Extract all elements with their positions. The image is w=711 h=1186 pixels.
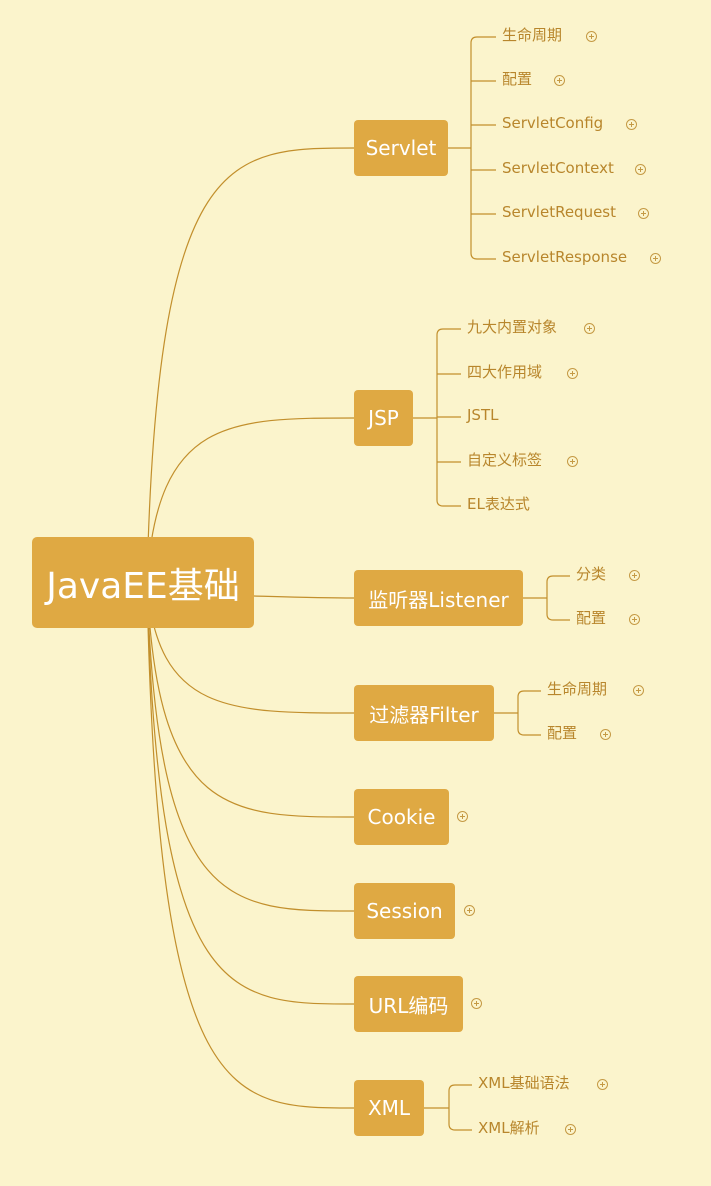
link-root-xml xyxy=(146,581,355,1109)
leaf-servlet-0[interactable]: 生命周期 xyxy=(502,26,563,44)
leaf-jsp-4[interactable]: EL表达式 xyxy=(467,495,530,513)
expand-url-icon[interactable] xyxy=(471,998,482,1009)
expand-jsp-0-icon[interactable] xyxy=(584,323,595,334)
expand-filter-0-icon[interactable] xyxy=(633,685,644,696)
branch-node-url[interactable]: URL编码 xyxy=(354,976,463,1032)
leaf-servlet-1[interactable]: 配置 xyxy=(502,70,533,88)
expand-jsp-3-icon[interactable] xyxy=(567,456,578,467)
expand-filter-1-icon[interactable] xyxy=(600,729,611,740)
branch-node-servlet[interactable]: Servlet xyxy=(354,120,448,176)
link-xml-bus xyxy=(448,1084,456,1131)
link-listener-bus xyxy=(546,575,554,621)
leaf-listener-0[interactable]: 分类 xyxy=(576,565,607,583)
expand-xml-1-icon[interactable] xyxy=(565,1124,576,1135)
leaf-jsp-3[interactable]: 自定义标签 xyxy=(467,451,543,469)
leaf-xml-0[interactable]: XML基础语法 xyxy=(478,1074,570,1092)
expand-xml-0-icon[interactable] xyxy=(597,1079,608,1090)
leaf-jsp-2[interactable]: JSTL xyxy=(467,406,499,424)
link-root-session xyxy=(146,581,355,912)
link-root-listener xyxy=(253,595,355,599)
expand-listener-1-icon[interactable] xyxy=(629,614,640,625)
expand-servlet-0-icon[interactable] xyxy=(586,31,597,42)
link-root-url xyxy=(146,581,355,1005)
branch-node-xml[interactable]: XML xyxy=(354,1080,424,1136)
expand-listener-0-icon[interactable] xyxy=(629,570,640,581)
leaf-listener-1[interactable]: 配置 xyxy=(576,609,607,627)
expand-servlet-2-icon[interactable] xyxy=(626,119,637,130)
leaf-xml-1[interactable]: XML解析 xyxy=(478,1119,540,1137)
link-root-servlet xyxy=(146,147,355,583)
leaf-filter-1[interactable]: 配置 xyxy=(547,724,578,742)
expand-session-icon[interactable] xyxy=(464,905,475,916)
link-root-cookie xyxy=(146,581,355,818)
expand-servlet-3-icon[interactable] xyxy=(635,164,646,175)
leaf-servlet-5[interactable]: ServletResponse xyxy=(502,248,628,266)
leaf-jsp-0[interactable]: 九大内置对象 xyxy=(467,318,558,336)
expand-servlet-1-icon[interactable] xyxy=(554,75,565,86)
expand-cookie-icon[interactable] xyxy=(457,811,468,822)
link-filter-bus xyxy=(517,690,525,736)
expand-servlet-5-icon[interactable] xyxy=(650,253,661,264)
root-node[interactable]: JavaEE基础 xyxy=(32,537,254,628)
leaf-jsp-1[interactable]: 四大作用域 xyxy=(467,363,543,381)
expand-jsp-1-icon[interactable] xyxy=(567,368,578,379)
branch-node-jsp[interactable]: JSP xyxy=(354,390,413,446)
branch-node-session[interactable]: Session xyxy=(354,883,455,939)
branch-node-cookie[interactable]: Cookie xyxy=(354,789,449,845)
leaf-servlet-4[interactable]: ServletRequest xyxy=(502,203,617,221)
leaf-filter-0[interactable]: 生命周期 xyxy=(547,680,608,698)
branch-node-listener[interactable]: 监听器Listener xyxy=(354,570,523,626)
link-servlet-bus xyxy=(470,36,478,260)
leaf-servlet-3[interactable]: ServletContext xyxy=(502,159,614,177)
link-root-jsp xyxy=(146,417,355,583)
branch-node-filter[interactable]: 过滤器Filter xyxy=(354,685,494,741)
leaf-servlet-2[interactable]: ServletConfig xyxy=(502,114,604,132)
expand-servlet-4-icon[interactable] xyxy=(638,208,649,219)
